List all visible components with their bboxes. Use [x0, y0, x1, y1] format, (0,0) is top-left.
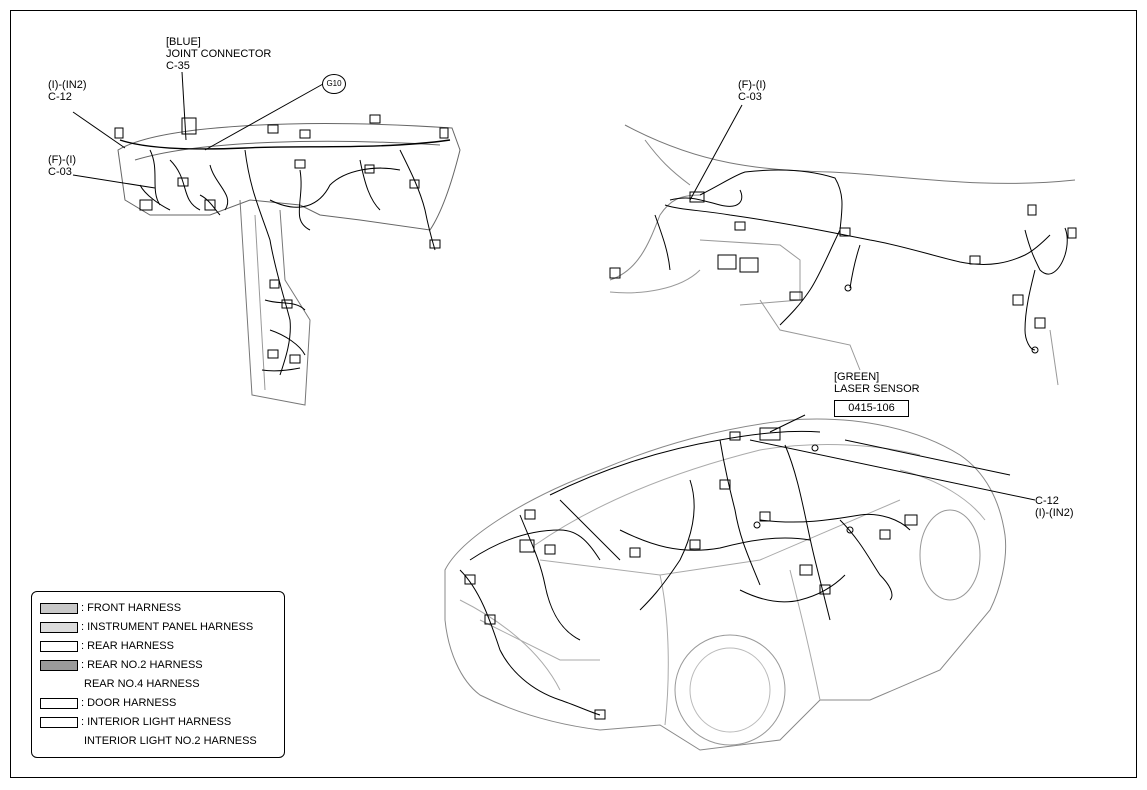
legend-label: : FRONT HARNESS [81, 602, 182, 614]
harness-legend: : FRONT HARNESS : INSTRUMENT PANEL HARNE… [31, 591, 285, 758]
car-drawing [444, 418, 1011, 751]
right-fi-leader [689, 104, 743, 201]
laser-sensor-leader [769, 414, 806, 433]
car-c12-label: C-12 (I)-(IN2) [1035, 495, 1074, 519]
left-in2-line1: (I)-(IN2) [48, 79, 87, 91]
legend-row-interior-no2: INTERIOR LIGHT NO.2 HARNESS [40, 735, 257, 748]
blue-color-tag: [BLUE] [166, 36, 201, 48]
green-color-tag: [GREEN] [834, 371, 880, 383]
legend-label: : REAR NO.2 HARNESS [81, 659, 203, 671]
left-in2-label: (I)-(IN2) C-12 [48, 79, 87, 103]
footwell-drawing [609, 124, 1077, 386]
laser-sensor-name: LASER SENSOR [834, 383, 920, 395]
joint-connector-name: JOINT CONNECTOR [166, 48, 272, 60]
legend-row-interior: : INTERIOR LIGHT HARNESS [40, 716, 231, 729]
car-c12-leader [749, 439, 1036, 501]
legend-row-front: : FRONT HARNESS [40, 602, 181, 615]
legend-label: : INTERIOR LIGHT HARNESS [81, 716, 232, 728]
interior-light-swatch [40, 717, 78, 728]
legend-row-door: : DOOR HARNESS [40, 697, 176, 710]
diagram-frame [10, 10, 1137, 778]
right-fi-line1: (F)-(I) [738, 79, 767, 91]
legend-label: : REAR HARNESS [81, 640, 174, 652]
left-fi-line2: C-03 [48, 166, 72, 178]
instrument-panel-swatch [40, 622, 78, 633]
joint-connector-code: C-35 [166, 60, 190, 72]
right-fi-label: (F)-(I) C-03 [738, 79, 766, 103]
left-leader-lines [72, 71, 324, 189]
laser-sensor-code-box: 0415-106 [834, 400, 909, 417]
car-c12-line1: C-12 [1035, 495, 1059, 507]
rear-harness-swatch [40, 641, 78, 652]
legend-row-instrument: : INSTRUMENT PANEL HARNESS [40, 621, 253, 634]
legend-row-rear: : REAR HARNESS [40, 640, 174, 653]
front-harness-swatch [40, 603, 78, 614]
ground-point-badge: G10 [322, 74, 346, 94]
legend-label: REAR NO.4 HARNESS [84, 678, 200, 690]
left-fi-line1: (F)-(I) [48, 154, 77, 166]
legend-label: : DOOR HARNESS [81, 697, 177, 709]
instrument-panel-drawing [114, 114, 461, 406]
right-fi-line2: C-03 [738, 91, 762, 103]
door-harness-swatch [40, 698, 78, 709]
legend-label: : INSTRUMENT PANEL HARNESS [81, 621, 254, 633]
legend-label: INTERIOR LIGHT NO.2 HARNESS [84, 735, 257, 747]
car-c12-line2: (I)-(IN2) [1035, 507, 1074, 519]
left-in2-line2: C-12 [48, 91, 72, 103]
rear-no2-swatch [40, 660, 78, 671]
left-fi-label: (F)-(I) C-03 [48, 154, 76, 178]
legend-row-rear-no2: : REAR NO.2 HARNESS [40, 659, 203, 672]
laser-sensor-label: [GREEN] LASER SENSOR [834, 371, 920, 395]
legend-row-rear-no4: REAR NO.4 HARNESS [40, 678, 200, 691]
blue-joint-connector-label: [BLUE] JOINT CONNECTOR C-35 [166, 36, 271, 72]
